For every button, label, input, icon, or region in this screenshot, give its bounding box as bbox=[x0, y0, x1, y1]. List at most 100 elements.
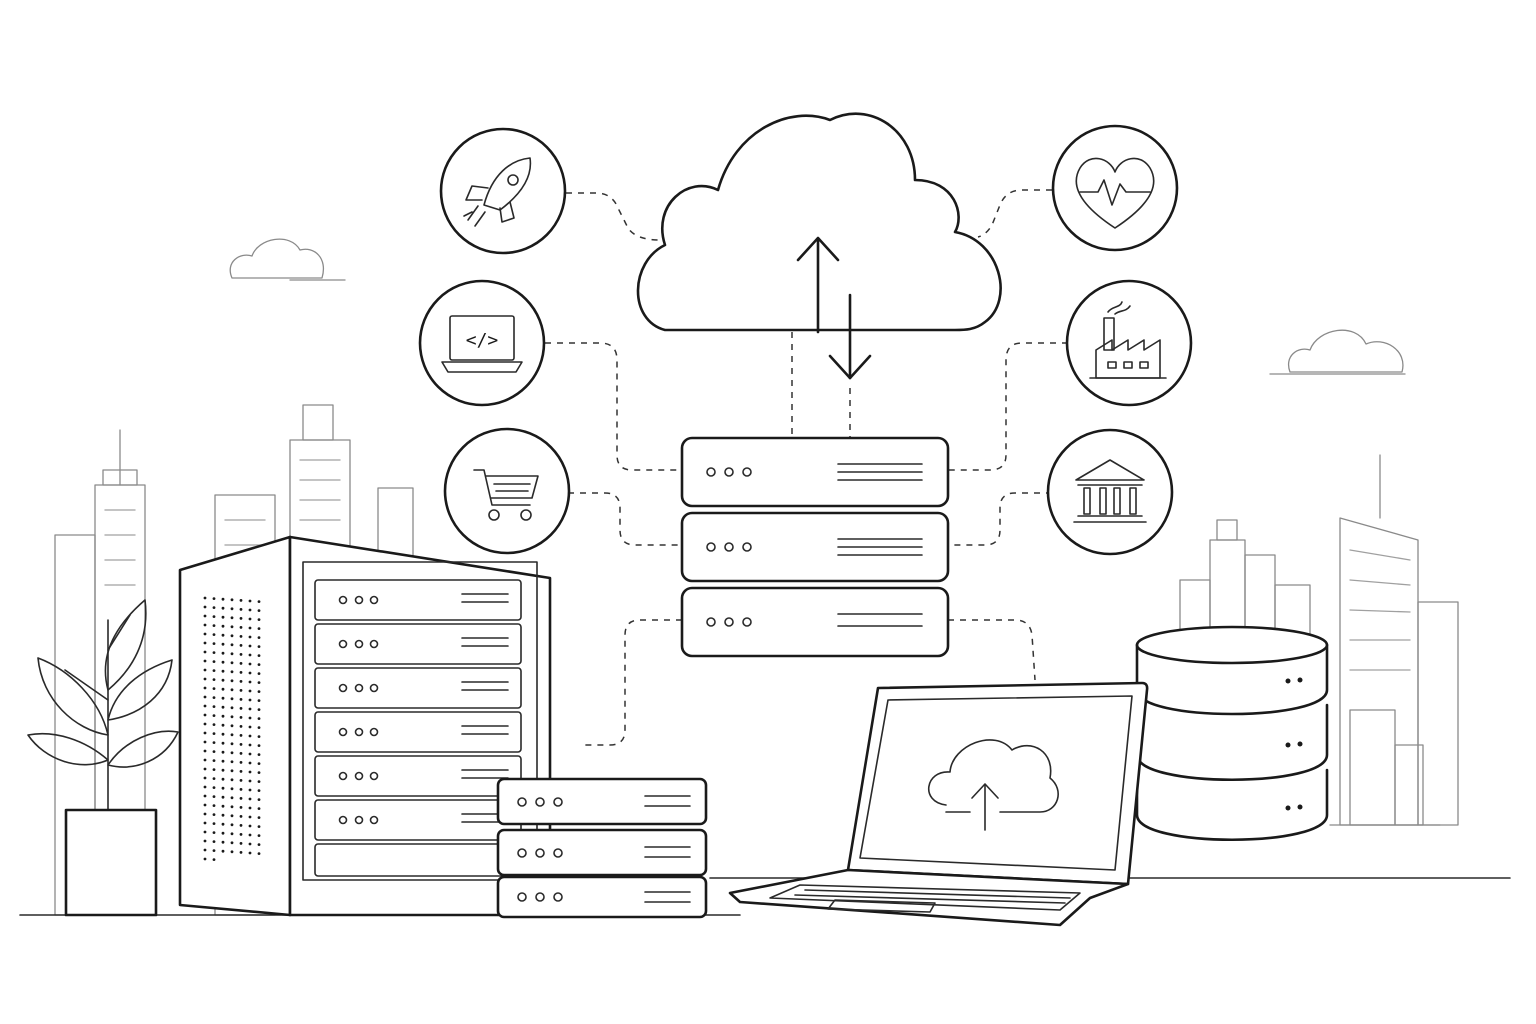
vent-hole bbox=[248, 707, 252, 711]
vent-hole bbox=[239, 599, 243, 602]
vent-hole bbox=[239, 833, 243, 836]
code-laptop-icon: </> bbox=[418, 279, 546, 407]
vent-hole bbox=[248, 725, 252, 729]
background-cloud-right bbox=[1269, 329, 1406, 375]
vent-hole bbox=[239, 851, 243, 854]
vent-hole bbox=[239, 608, 243, 611]
vent-hole bbox=[212, 696, 216, 699]
vent-hole bbox=[257, 654, 261, 657]
vent-hole bbox=[221, 849, 225, 853]
vent-hole bbox=[257, 798, 261, 801]
vent-hole bbox=[203, 713, 207, 717]
vent-hole bbox=[221, 696, 225, 700]
vent-hole bbox=[248, 698, 252, 702]
vent-hole bbox=[230, 805, 234, 809]
vent-hole bbox=[212, 777, 216, 780]
vent-hole bbox=[257, 762, 261, 765]
vent-hole bbox=[221, 732, 225, 736]
vent-hole bbox=[230, 841, 234, 845]
laptop-cloud-upload-icon bbox=[728, 681, 1149, 927]
vent-hole bbox=[230, 796, 234, 800]
vent-hole bbox=[248, 626, 252, 630]
vent-hole bbox=[257, 663, 261, 666]
vent-hole bbox=[230, 616, 234, 620]
vent-hole bbox=[257, 708, 261, 711]
vent-hole bbox=[203, 605, 207, 609]
vent-hole bbox=[248, 743, 252, 747]
vent-hole bbox=[212, 849, 216, 852]
vent-hole bbox=[239, 644, 243, 647]
vent-hole bbox=[248, 653, 252, 657]
vent-hole bbox=[248, 680, 252, 684]
vent-hole bbox=[203, 632, 207, 636]
bank-icon bbox=[1046, 428, 1174, 556]
vent-hole bbox=[248, 608, 252, 612]
vent-hole bbox=[257, 807, 261, 810]
vent-hole bbox=[257, 726, 261, 729]
status-light bbox=[369, 815, 379, 825]
vent-hole bbox=[257, 744, 261, 747]
vent-hole bbox=[212, 633, 216, 636]
vent-hole bbox=[221, 741, 225, 745]
status-light bbox=[369, 771, 379, 781]
status-light bbox=[338, 815, 348, 825]
vent-hole bbox=[257, 771, 261, 774]
vent-hole bbox=[221, 651, 225, 655]
vent-hole bbox=[230, 724, 234, 728]
vent-hole bbox=[248, 716, 252, 720]
vent-hole bbox=[203, 740, 207, 744]
vent-hole bbox=[239, 824, 243, 827]
vent-hole bbox=[203, 776, 207, 780]
vent-hole bbox=[212, 795, 216, 798]
vent-hole bbox=[230, 832, 234, 836]
vent-hole bbox=[230, 625, 234, 629]
status-light bbox=[354, 727, 364, 737]
vent-hole bbox=[212, 768, 216, 771]
vent-hole bbox=[221, 669, 225, 673]
vent-hole bbox=[239, 671, 243, 674]
vent-hole bbox=[230, 697, 234, 701]
vent-hole bbox=[257, 618, 261, 621]
vent-hole bbox=[257, 735, 261, 738]
plant-icon bbox=[27, 599, 179, 917]
vent-hole bbox=[248, 635, 252, 639]
background-cloud-left bbox=[229, 238, 346, 281]
vent-hole bbox=[248, 752, 252, 756]
vent-hole bbox=[203, 650, 207, 654]
vent-hole bbox=[203, 695, 207, 699]
sync-arrows-icon bbox=[796, 236, 872, 380]
status-light bbox=[354, 771, 364, 781]
vent-hole bbox=[203, 785, 207, 789]
vent-hole bbox=[221, 678, 225, 682]
vent-hole bbox=[230, 670, 234, 674]
vent-hole bbox=[230, 769, 234, 773]
status-light bbox=[354, 595, 364, 605]
vent-hole bbox=[248, 806, 252, 810]
vent-hole bbox=[248, 770, 252, 774]
vent-hole bbox=[257, 645, 261, 648]
vent-hole bbox=[221, 687, 225, 691]
vent-hole bbox=[221, 606, 225, 610]
vent-hole bbox=[221, 615, 225, 619]
status-light bbox=[338, 771, 348, 781]
vent-hole bbox=[212, 804, 216, 807]
vent-hole bbox=[203, 686, 207, 690]
status-light bbox=[338, 683, 348, 693]
vent-hole bbox=[221, 786, 225, 790]
vent-hole bbox=[239, 653, 243, 656]
status-light bbox=[338, 727, 348, 737]
vent-hole bbox=[248, 842, 252, 846]
vent-hole bbox=[248, 761, 252, 765]
vent-hole bbox=[230, 823, 234, 827]
shopping-cart-icon bbox=[443, 427, 571, 555]
vent-hole bbox=[257, 780, 261, 783]
vent-hole bbox=[230, 598, 234, 602]
vent-hole bbox=[257, 627, 261, 630]
status-light bbox=[354, 683, 364, 693]
vent-hole bbox=[221, 723, 225, 727]
vent-hole bbox=[257, 717, 261, 720]
vent-hole bbox=[212, 669, 216, 672]
vent-hole bbox=[230, 661, 234, 665]
vent-hole bbox=[257, 681, 261, 684]
vent-hole bbox=[230, 778, 234, 782]
